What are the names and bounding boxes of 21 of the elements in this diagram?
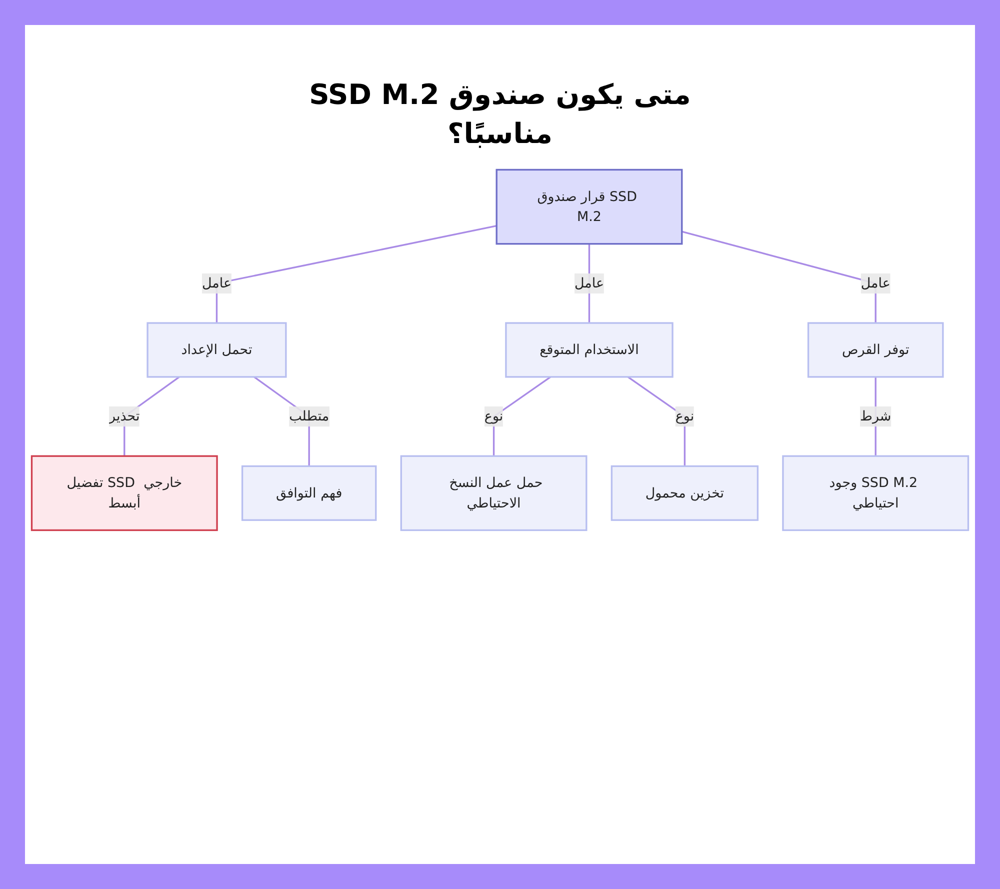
node-box: تحمل الإعداد (146, 322, 287, 378)
connector (216, 225, 497, 324)
edge-label: نوع (484, 408, 504, 424)
connector (492, 376, 552, 456)
diagram-title: متى يكون صندوق SSD M.2 مناسبًا؟ (308, 77, 692, 152)
node-box: تخزين محمول (610, 466, 759, 522)
edge-label: عامل (860, 275, 890, 292)
node-box: توفر القرص (807, 322, 944, 378)
node-box: الاستخدام المتوقع (505, 322, 674, 378)
node-box: قرار صندوق SSD M.2 (496, 169, 683, 246)
node-box: تفضيل SSD خارجي أبسط (30, 456, 218, 532)
node-box: فهم التوافق (241, 466, 377, 522)
node-box: حمل عمل النسخ الاحتياطي (400, 456, 588, 532)
edge-label: عامل (574, 275, 604, 292)
connector (682, 231, 876, 324)
edge-label: شرط (860, 408, 892, 424)
edge-label: متطلب (289, 408, 330, 424)
edge-label: عامل (202, 275, 232, 292)
edge-label: نوع (675, 408, 694, 424)
node-box: وجود SSD M.2 احتياطي (782, 456, 970, 532)
connector (627, 376, 686, 467)
